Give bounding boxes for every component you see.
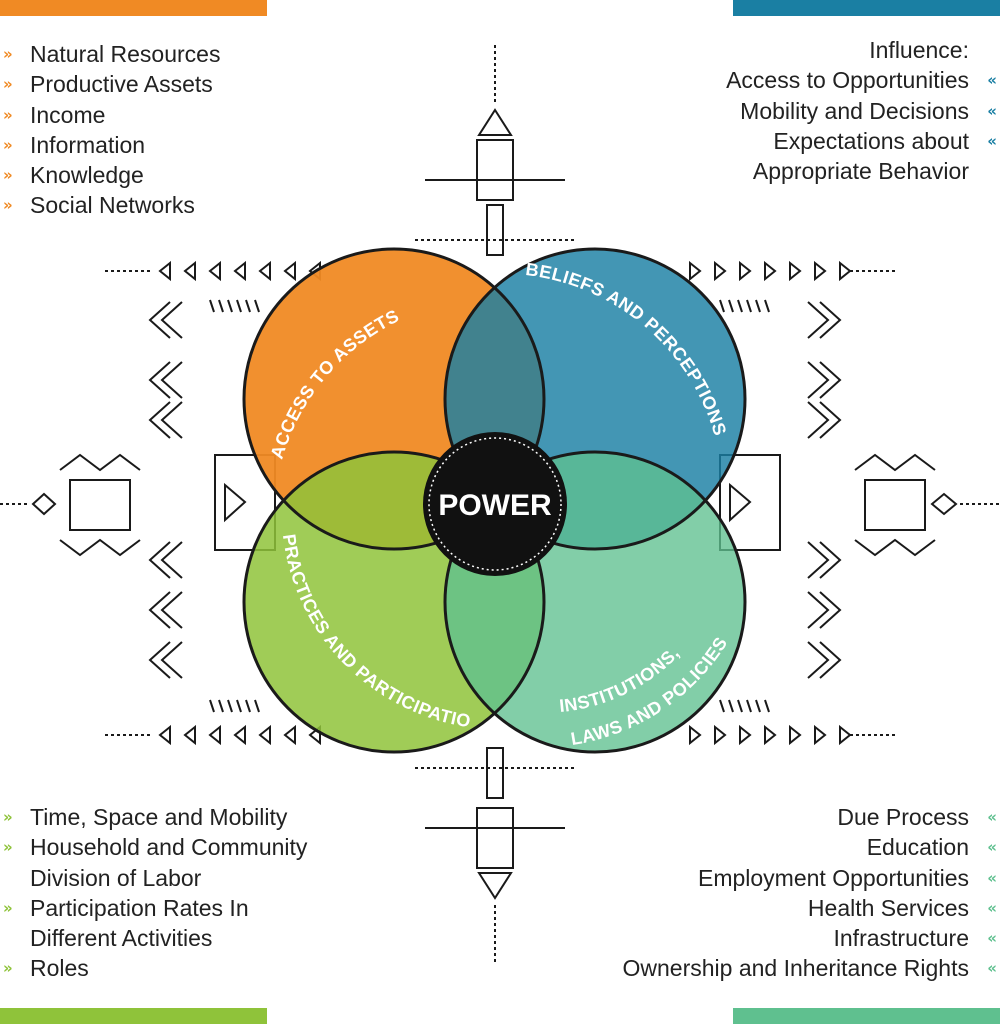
circle-outline-4 — [443, 450, 747, 754]
chevron-right-icon: » — [3, 898, 12, 917]
list-item: Due Process « — [623, 802, 1000, 832]
green-corner-bar — [0, 1008, 267, 1024]
list-item-label: Education — [866, 834, 969, 861]
power-label: POWER — [438, 489, 552, 522]
list-item: » Social Networks — [0, 190, 220, 220]
institutions-list: Due Process « Education « Employment Oppor… — [623, 802, 1000, 984]
chevron-left-icon: « — [987, 71, 996, 90]
list-item: » Natural Resources — [0, 39, 220, 69]
list-item-label: Time, Space and Mobility — [30, 804, 288, 830]
chevron-left-icon: « — [987, 131, 996, 150]
list-item-label: Income — [30, 101, 106, 128]
chevron-left-icon: « — [987, 929, 996, 948]
list-item-label: Infrastructure — [833, 925, 970, 952]
list-item-label: Participation Rates In — [30, 894, 249, 921]
blue-corner-bar — [733, 0, 1000, 16]
list-item: » Productive Assets — [0, 69, 220, 99]
list-item-label: Knowledge — [30, 162, 144, 189]
list-item-continuation: Appropriate Behavior — [752, 158, 969, 185]
list-item-continuation: Different Activities — [30, 925, 213, 952]
circle-outline-2 — [443, 247, 747, 551]
circle-outlines — [242, 247, 546, 551]
list-item: » Time, Space and Mobility — [0, 802, 307, 832]
list-item: Mobility and Decisions « — [726, 96, 1000, 126]
list-item: Employment Opportunities « — [623, 863, 1000, 893]
list-item-label: Information — [30, 131, 146, 158]
list-item-label: Health Services — [807, 894, 969, 921]
teal-corner-bar — [733, 1008, 1000, 1024]
list-item-label: Household and Community — [30, 834, 308, 861]
orange-corner-bar — [0, 0, 267, 16]
list-item: Health Services « — [623, 893, 1000, 923]
chevron-left-icon: « — [987, 838, 996, 857]
circle-outline-3 — [242, 450, 546, 754]
chevron-right-icon: » — [3, 45, 12, 63]
list-item: Education « — [623, 832, 1000, 862]
chevron-right-icon: » — [3, 959, 12, 978]
list-item-label: Roles — [30, 955, 89, 982]
list-item: » Information — [0, 130, 220, 160]
chevron-right-icon: » — [3, 808, 12, 826]
list-item-continuation: Division of Labor — [30, 864, 202, 891]
list-item: Access to Opportunities « — [726, 65, 1000, 95]
list-item-label: Due Process — [837, 804, 969, 830]
list-item: Expectations about « — [726, 126, 1000, 156]
list-item-label: Mobility and Decisions — [740, 97, 969, 124]
list-item-label: Social Networks — [30, 192, 195, 219]
list-item: » Participation Rates In — [0, 893, 307, 923]
beliefs-list: Influence: Access to Opportunities « Mobi… — [726, 35, 1000, 186]
chevron-left-icon: « — [987, 101, 996, 120]
chevron-right-icon: » — [3, 105, 12, 124]
assets-list: » Natural Resources » Productive Assets » I… — [0, 39, 220, 221]
tribal-ornament-pattern — [0, 45, 1000, 965]
practices-list: » Time, Space and Mobility » Household and… — [0, 802, 307, 984]
list-item: Infrastructure « — [623, 923, 1000, 953]
chevron-right-icon: » — [3, 196, 12, 215]
list-item: » Income — [0, 100, 220, 130]
chevron-left-icon: « — [987, 898, 996, 917]
list-item-label: Productive Assets — [30, 71, 213, 98]
chevron-right-icon: » — [3, 166, 12, 185]
power-center: POWER — [423, 432, 567, 576]
venn-circles — [242, 247, 747, 754]
chevron-right-icon: » — [3, 75, 12, 94]
list-item-label: Employment Opportunities — [697, 864, 969, 891]
chevron-left-icon: « — [987, 808, 996, 826]
chevron-right-icon: » — [3, 135, 12, 154]
list-item-label: Expectations about — [773, 127, 969, 154]
chevron-left-icon: « — [987, 868, 996, 887]
list-item-label: Natural Resources — [30, 41, 221, 67]
list-item: » Roles — [0, 953, 307, 983]
chevron-right-icon: » — [3, 838, 12, 857]
list-item: » Knowledge — [0, 160, 220, 190]
list-item: Ownership and Inheritance Rights « — [623, 953, 1000, 983]
list-heading: Influence: — [869, 37, 969, 63]
list-item-label: Access to Opportunities — [726, 67, 969, 94]
chevron-left-icon: « — [987, 959, 996, 978]
list-item-label: Ownership and Inheritance Rights — [622, 955, 969, 982]
list-item: » Household and Community — [0, 832, 307, 862]
